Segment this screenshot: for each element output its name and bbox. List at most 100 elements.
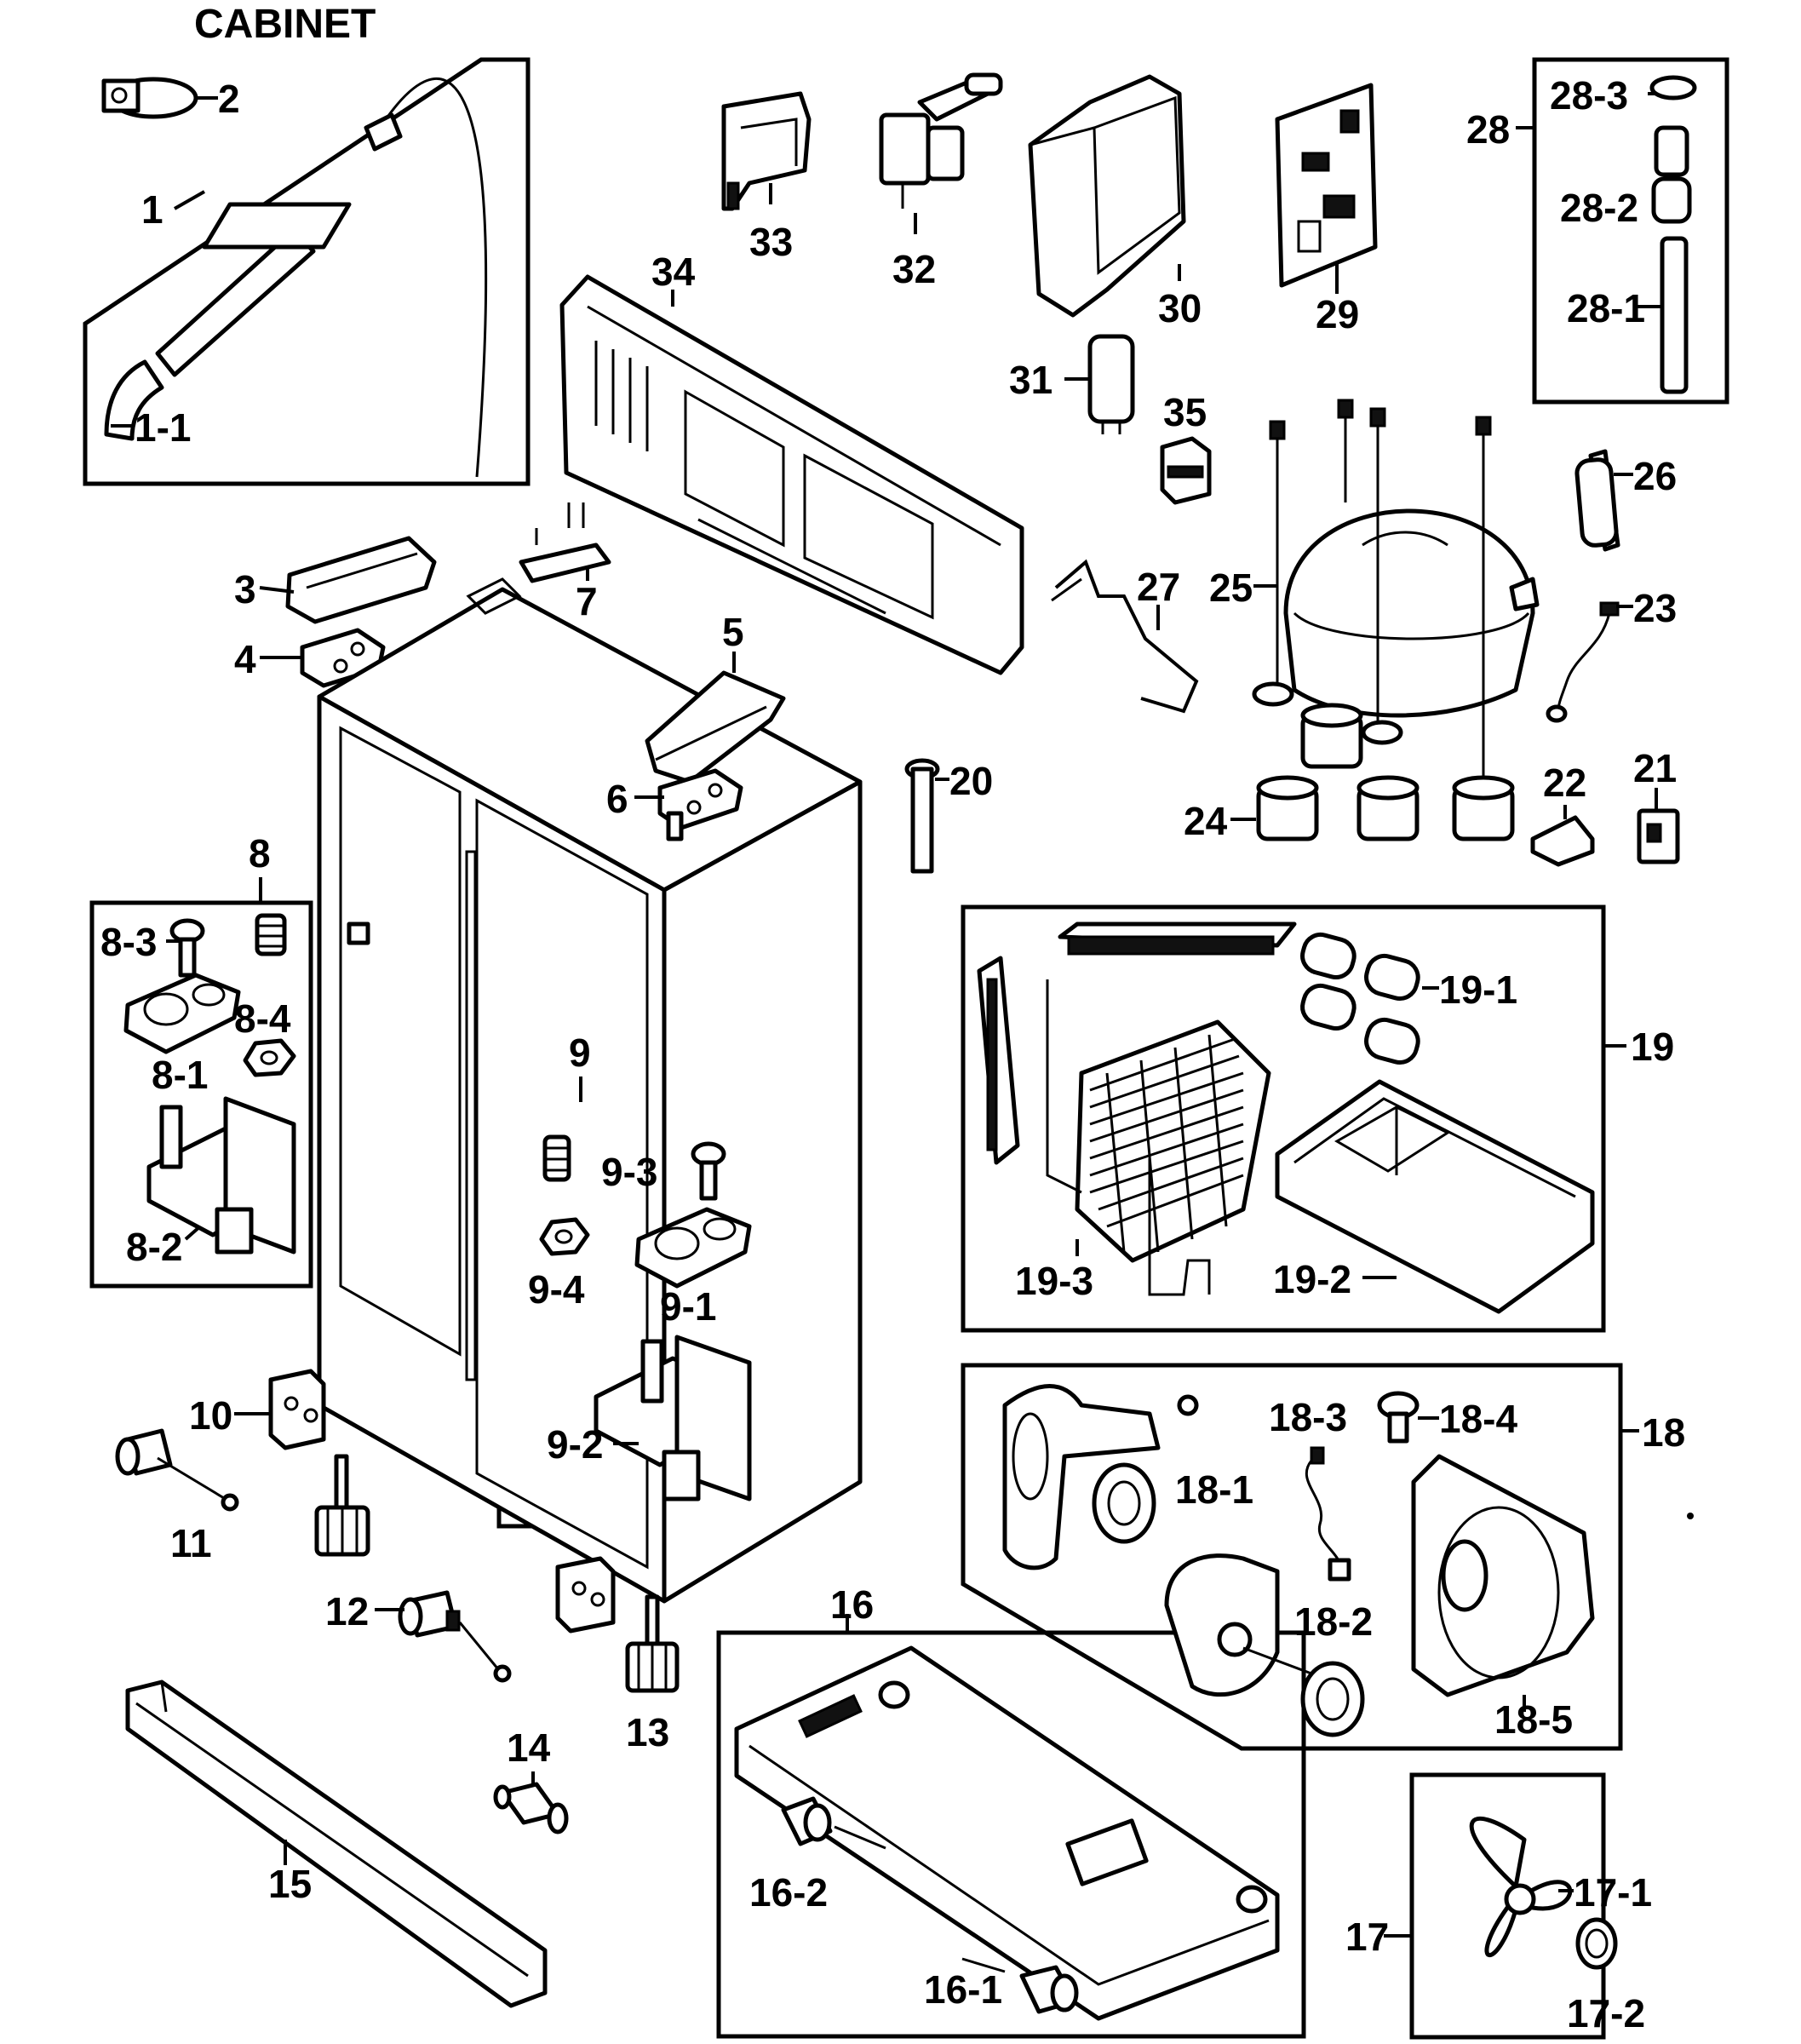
label-9: 9 (569, 1031, 591, 1075)
compressor-25-part (1283, 508, 1540, 718)
control-board-29-part (1275, 83, 1378, 288)
label-32: 32 (892, 247, 936, 291)
label-18-1: 18-1 (1175, 1467, 1253, 1512)
label-25: 25 (1209, 566, 1253, 610)
label-28-2: 28-2 (1560, 186, 1638, 230)
label-19-1: 19-1 (1439, 967, 1517, 1012)
housing-30-part (1028, 74, 1186, 318)
hinge-cover-right-part (645, 670, 786, 784)
spring-17-2-part (1575, 1917, 1618, 1970)
leader-1 (174, 190, 205, 210)
base-grille-15-part (125, 1679, 548, 2008)
label-24: 24 (1184, 799, 1228, 843)
capacitor-31-part (1087, 334, 1135, 434)
label-4: 4 (234, 637, 256, 681)
label-8-4: 8-4 (234, 996, 291, 1041)
roller-16-2-part (781, 1796, 886, 1850)
side-panel-part (977, 956, 1020, 1165)
group-box-1 (83, 57, 531, 486)
label-19: 19 (1631, 1025, 1674, 1069)
label-2: 2 (218, 77, 240, 121)
label-29: 29 (1316, 292, 1359, 336)
fan-blade-17-1-part (1469, 1816, 1573, 1957)
fan-cover-18-1-part (1002, 1384, 1199, 1570)
label-16-2: 16-2 (749, 1870, 828, 1915)
roller-11-part (115, 1428, 239, 1512)
label-8: 8 (249, 831, 271, 876)
leveling-foot-left-part (314, 1454, 370, 1557)
leveling-foot-right-part (625, 1594, 680, 1693)
label-13: 13 (626, 1710, 669, 1754)
bracket-10-part (268, 1369, 326, 1450)
group-box-28 (1532, 57, 1729, 405)
spring-9-part (542, 1134, 571, 1182)
bolts-part (1269, 399, 1492, 801)
label-27: 27 (1137, 565, 1180, 609)
group-box-17 (1409, 1772, 1606, 2040)
label-12: 12 (325, 1589, 369, 1633)
tube-28-1-part (1660, 236, 1689, 394)
label-3: 3 (234, 567, 256, 611)
base-rail-16-part (734, 1645, 1280, 2021)
wire-23-part (1546, 601, 1620, 723)
fitting-14-part (493, 1782, 569, 1834)
clamp-part (101, 77, 198, 119)
roller-16-1-part (961, 1957, 1079, 2014)
dryer-26-part (1574, 449, 1620, 552)
label-16: 16 (830, 1582, 874, 1627)
hinge-cover-left-part (285, 536, 437, 624)
nut-8-4-part (243, 1038, 296, 1077)
label-28-1: 28-1 (1567, 286, 1645, 330)
diagram-title: CABINET (194, 2, 376, 47)
label-28: 28 (1466, 107, 1510, 152)
label-26: 26 (1633, 454, 1677, 498)
label-17: 17 (1345, 1915, 1389, 1959)
label-18-3: 18-3 (1269, 1395, 1347, 1439)
label-8-2: 8-2 (126, 1225, 182, 1269)
drain-tube-part (104, 77, 488, 478)
hinge-right-part (657, 768, 743, 841)
label-9-3: 9-3 (601, 1150, 657, 1194)
top-plate-part (519, 502, 611, 583)
label-8-3: 8-3 (100, 920, 157, 964)
label-20: 20 (949, 759, 993, 803)
label-9-1: 9-1 (660, 1284, 716, 1329)
label-22: 22 (1543, 761, 1586, 805)
label-18-2: 18-2 (1294, 1599, 1373, 1644)
label-28-3: 28-3 (1550, 73, 1628, 118)
label-23: 23 (1633, 586, 1677, 630)
label-34: 34 (651, 250, 696, 294)
fan-shroud-18-5-part (1411, 1454, 1595, 1697)
leader-8-2 (184, 1225, 202, 1241)
evaporator-coil-19-3-part (1046, 979, 1271, 1296)
relay-21-part (1637, 808, 1680, 864)
label-7: 7 (576, 579, 598, 623)
clip-22-part (1530, 815, 1595, 867)
label-30: 30 (1158, 286, 1202, 330)
nut-9-4-part (539, 1217, 590, 1256)
stray-dot (1687, 1513, 1694, 1519)
hinge-bracket-9-2-part (594, 1335, 752, 1501)
label-1-1: 1-1 (135, 405, 191, 450)
rubber-caps-19-1-part (1300, 932, 1420, 1065)
label-10: 10 (189, 1393, 232, 1438)
bracket-13-part (555, 1556, 616, 1633)
pipe-27-part (1051, 559, 1199, 714)
cap-28-3-part (1649, 75, 1697, 100)
label-31: 31 (1009, 358, 1052, 402)
label-14: 14 (507, 1725, 551, 1770)
fan-motor-part (1164, 1553, 1312, 1697)
label-16-1: 16-1 (924, 1967, 1002, 2012)
bracket-33-part (721, 91, 812, 211)
label-35: 35 (1163, 390, 1207, 434)
leader-3 (259, 586, 295, 594)
screw-9-3-part (691, 1141, 726, 1201)
label-19-2: 19-2 (1273, 1257, 1351, 1301)
spring-8-part (255, 913, 287, 956)
label-18-5: 18-5 (1494, 1697, 1573, 1742)
pin-20-part (904, 758, 940, 874)
label-19-3: 19-3 (1015, 1259, 1093, 1303)
bushing-9-1-part (634, 1207, 752, 1289)
coupling-28-2-part (1651, 125, 1692, 224)
roller-12-part (398, 1590, 512, 1683)
